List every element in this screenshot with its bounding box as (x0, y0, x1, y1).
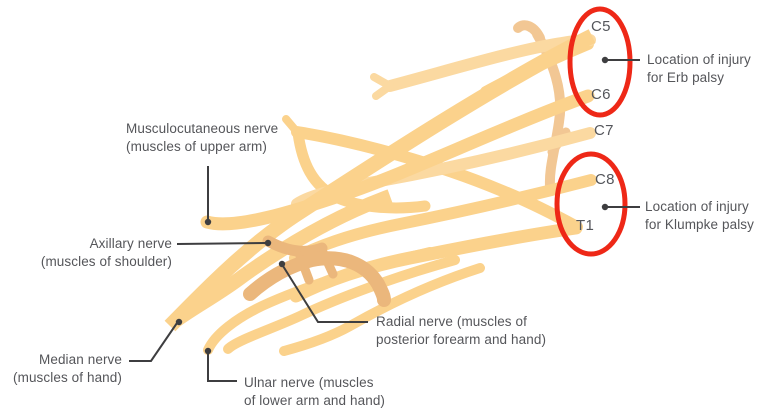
ulnar-strand (203, 247, 435, 355)
label-musculocutaneous-nerve: Musculocutaneous nerve (muscles of upper… (126, 120, 278, 156)
label-klumpke-palsy-injury: Location of injury for Klumpke palsy (645, 198, 754, 234)
label-line: Ulnar nerve (muscles (244, 375, 374, 390)
label-line: (muscles of hand) (13, 370, 122, 385)
label-line: Radial nerve (muscles of (376, 314, 527, 329)
strand-fork-spur (372, 82, 394, 100)
axillary-pointer (176, 242, 266, 245)
radial-dot (278, 260, 286, 268)
musculocutaneous-dot (204, 218, 212, 226)
ulnar-dot (204, 347, 212, 355)
label-line: Location of injury (647, 52, 751, 67)
musculocutaneous-strand (200, 89, 595, 231)
median-pointer (129, 322, 178, 362)
label-line: for Erb palsy (647, 70, 725, 85)
axillary-dot (264, 239, 272, 247)
label-erb-palsy-injury: Location of injury for Erb palsy (647, 51, 751, 87)
fan-strand (279, 263, 485, 356)
median-dot (175, 318, 183, 326)
root-label-t1: T1 (576, 217, 595, 234)
label-ulnar-nerve: Ulnar nerve (muscles of lower arm and ha… (244, 374, 385, 410)
label-radial-nerve: Radial nerve (muscles of posterior forea… (376, 313, 546, 349)
median-parallel-strand (169, 189, 393, 328)
c8-root-strand (289, 174, 597, 264)
label-line: for Klumpke palsy (645, 217, 754, 232)
erb-dot (601, 56, 609, 64)
label-axillary-nerve: Axillary nerve (muscles of shoulder) (20, 235, 172, 271)
fan-strand (223, 255, 460, 354)
erb-palsy-circle (567, 6, 633, 118)
pointer-dots (175, 56, 609, 355)
root-label-c8: C8 (595, 171, 615, 188)
crossing-strand (291, 126, 583, 233)
label-line: Musculocutaneous nerve (126, 121, 279, 136)
pointer-lines (129, 59, 640, 382)
radial-pointer (282, 265, 368, 323)
label-line: Median nerve (39, 352, 122, 367)
label-line: Location of injury (645, 199, 749, 214)
tan-nerve-strands (243, 235, 391, 307)
ulnar-pointer (207, 354, 237, 382)
root-label-c7: C7 (594, 122, 614, 139)
label-line: of lower arm and hand) (244, 393, 386, 408)
plexus-strands (164, 29, 597, 356)
injury-highlights (554, 6, 633, 257)
klumpke-palsy-circle (554, 151, 628, 257)
median-main-strand (164, 29, 596, 332)
label-median-nerve: Median nerve (muscles of hand) (10, 351, 122, 387)
root-label-c6: C6 (591, 86, 611, 103)
label-line: (muscles of shoulder) (40, 254, 172, 269)
label-line: posterior forearm and hand) (376, 332, 547, 347)
root-label-c5: C5 (591, 18, 611, 35)
tan-curl-tip (513, 20, 545, 43)
label-line: Axillary nerve (89, 236, 172, 251)
radial-strand (243, 251, 391, 307)
klumpke-dot (601, 203, 609, 211)
label-line: (muscles of upper arm) (126, 139, 267, 154)
